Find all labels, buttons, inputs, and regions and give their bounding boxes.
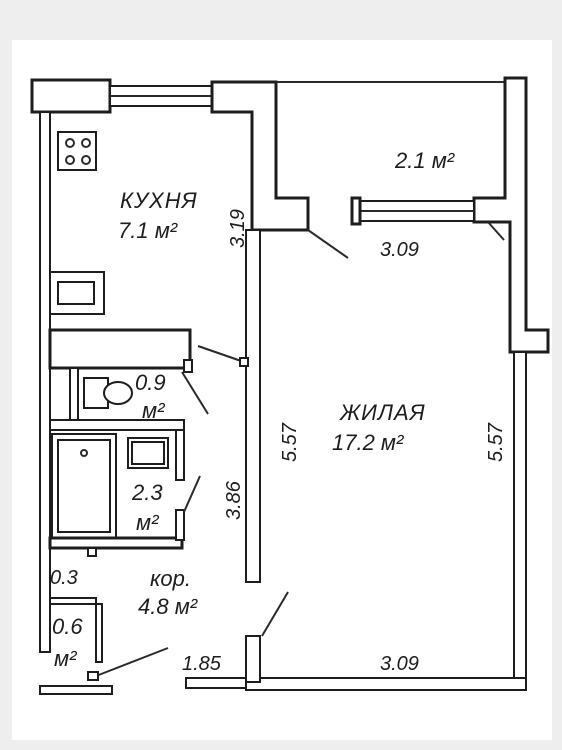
niche-area-unit: м² <box>54 646 77 671</box>
wc-door <box>181 371 209 415</box>
wall-top-left-block <box>30 78 112 114</box>
bath-door-stop <box>175 509 185 541</box>
wall-entry-bottom <box>39 685 113 695</box>
dim-kitchen-height: 3.19 <box>227 209 249 248</box>
bathtub-inner <box>57 439 111 533</box>
dim-bottom-left: 1.85 <box>182 653 222 675</box>
wc-area-value: 0.9 <box>135 370 166 395</box>
living-door-jamb <box>245 635 261 683</box>
dim-bottom-right: 3.09 <box>380 653 419 675</box>
corridor-stop <box>87 547 97 557</box>
wall-niche-top <box>49 597 97 605</box>
niche-door-stop <box>87 671 99 681</box>
kitchen-name: КУХНЯ <box>120 188 198 213</box>
bath-sink-inner <box>131 441 165 465</box>
corridor-area: 4.8 м² <box>138 594 198 619</box>
wall-right-outer <box>513 351 527 691</box>
wall-bottom <box>245 677 527 691</box>
kitchen-door-stop <box>239 357 249 367</box>
kitchen-sink <box>57 281 95 305</box>
wc-door-stop <box>183 359 193 373</box>
bath-area-unit: м² <box>136 510 159 535</box>
wall-wc-bath <box>49 419 185 431</box>
wc-area-unit: м² <box>142 398 165 423</box>
living-name: ЖИЛАЯ <box>339 400 426 425</box>
dim-top-width: 3.09 <box>380 239 419 261</box>
dim-living-right: 5.57 <box>485 422 507 462</box>
closet-door-right <box>487 221 505 241</box>
dim-living-left: 5.57 <box>279 422 301 462</box>
wall-top-right <box>472 76 550 354</box>
dim-bath-height: 3.86 <box>223 480 245 520</box>
window-closet-jamb <box>350 196 362 226</box>
bath-door <box>183 475 201 513</box>
wall-bath-right <box>175 429 185 481</box>
living-door <box>261 591 289 637</box>
wall-bath-bottom <box>48 536 184 550</box>
wall-left-outer <box>39 111 51 653</box>
living-area: 17.2 м² <box>332 430 404 455</box>
wall-niche-right <box>95 603 103 663</box>
wall-bottom-entry <box>185 677 247 689</box>
niche-door <box>95 647 169 677</box>
closet-door <box>307 229 349 259</box>
kitchen-door <box>197 345 245 363</box>
bath-area-value: 2.3 <box>131 480 163 505</box>
kitchen-area: 7.1 м² <box>118 218 178 243</box>
wall-kitchen-wc <box>48 328 192 370</box>
dim-corridor-small: 0.3 <box>50 567 78 589</box>
niche-area-value: 0.6 <box>52 614 83 639</box>
corridor-name: кор. <box>150 566 191 591</box>
stove <box>57 131 97 171</box>
wall-wc-left <box>69 367 79 421</box>
wall-kitchen-living <box>245 229 261 583</box>
closet-area: 2.1 м² <box>394 148 455 173</box>
